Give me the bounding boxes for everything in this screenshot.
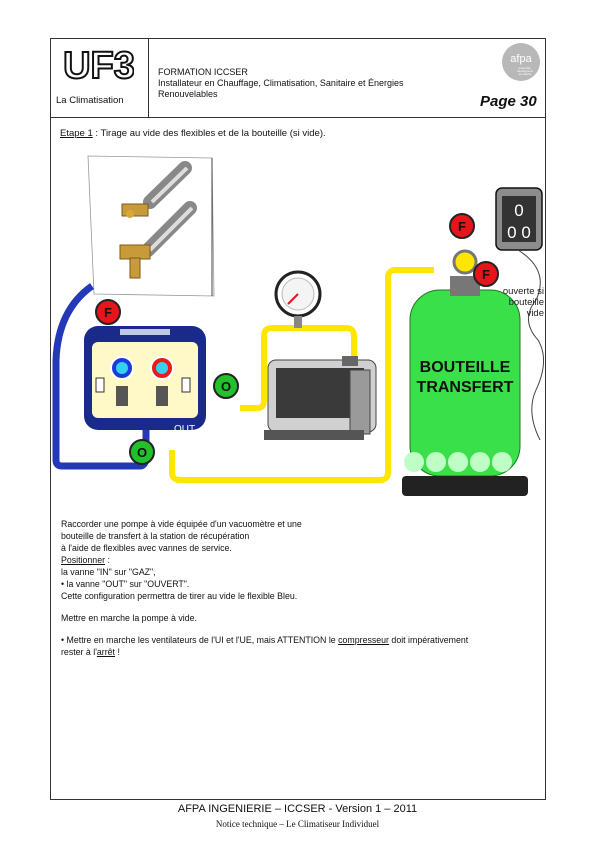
instruction-line: Raccorder une pompe à vide équipée d'un …	[61, 519, 302, 529]
installation-diagram: IN OUT BOUTEILLE TRANSFERT 0 0 0 ouverte…	[52, 155, 544, 496]
cylinder-note-2: bouteille	[509, 297, 544, 308]
page-header: UF3 La Climatisation FORMATION ICCSER In…	[50, 38, 546, 118]
svg-text:O: O	[221, 379, 231, 394]
vacuum-gauge	[274, 270, 322, 328]
cylinder-title-2: TRANSFERT	[417, 379, 514, 396]
svg-text:O: O	[137, 445, 147, 460]
svg-text:F: F	[458, 219, 466, 234]
warning-text: !	[115, 647, 120, 657]
formation-line-2: Installateur en Chauffage, Climatisation…	[158, 78, 404, 88]
vacuum-meter	[495, 187, 544, 441]
svg-text:les talents: les talents	[519, 72, 532, 76]
module-code-logo: UF3	[64, 44, 134, 86]
warning-text: rester à l'	[61, 647, 97, 657]
valve-f-cylinder: F	[473, 261, 499, 287]
valve-photo	[87, 155, 215, 297]
warning-text: • Mettre en marche les ventilateurs de l…	[61, 635, 339, 645]
vacuum-readout-top: 0	[514, 201, 523, 220]
instruction-line: Cette configuration permettra de tirer a…	[61, 591, 298, 601]
svg-text:ensemble,: ensemble,	[519, 66, 532, 70]
header-divider	[50, 117, 546, 118]
valve-f-left: F	[95, 299, 121, 325]
instruction-line: • la vanne "OUT" sur "OUVERT".	[61, 579, 190, 589]
valve-f-top: F	[449, 213, 475, 239]
svg-text:développons: développons	[517, 69, 533, 73]
svg-text:F: F	[482, 267, 490, 282]
svg-text:afpa: afpa	[510, 53, 532, 65]
instruction-line: la vanne "IN" sur "GAZ",	[61, 567, 156, 577]
formation-line-3: Renouvelables	[158, 89, 218, 99]
formation-title: FORMATION ICCSER Installateur en Chauffa…	[158, 67, 458, 100]
page-frame	[50, 38, 546, 800]
footer-notice: Notice technique – Le Climatiseur Indivi…	[215, 819, 380, 829]
module-code: UF3	[64, 45, 134, 86]
warning-line: rester à l'arrêt !	[61, 646, 536, 658]
step-label: Etape 1	[60, 128, 93, 139]
transfer-cylinder	[402, 249, 528, 496]
vacuum-pump	[264, 356, 377, 440]
instructions: Raccorder une pompe à vide équipée d'un …	[61, 518, 536, 658]
instruction-line: Positionner :	[61, 554, 536, 566]
vacuum-readout-bottom: 0 0	[507, 223, 531, 242]
warning-compresseur: compresseur	[338, 635, 389, 645]
footer-version: AFPA INGENIERIE – ICCSER - Version 1 – 2…	[177, 803, 418, 815]
cylinder-note-1: ouverte si	[503, 286, 544, 297]
label-in: IN	[102, 435, 112, 446]
label-out: OUT	[174, 424, 195, 435]
page-number: Page 30	[480, 93, 537, 110]
warning-arret: arrêt	[96, 647, 115, 657]
warning-line: • Mettre en marche les ventilateurs de l…	[61, 634, 536, 646]
valve-o-bottom: O	[129, 439, 155, 465]
colon: :	[105, 555, 110, 565]
step-heading: Etape 1 : Tirage au vide des flexibles e…	[60, 128, 326, 139]
cylinder-title-1: BOUTEILLE	[420, 359, 511, 376]
instruction-line: à l'aide de flexibles avec vannes de ser…	[61, 543, 232, 553]
yellow-hose-cylinder	[169, 267, 434, 483]
positionner-label: Positionner	[61, 555, 106, 565]
formation-line-1: FORMATION ICCSER	[158, 67, 248, 77]
recovery-station	[84, 326, 206, 430]
valve-o-station: O	[213, 373, 239, 399]
yellow-hose-pump	[240, 325, 357, 411]
svg-text:F: F	[104, 305, 112, 320]
instruction-line: bouteille de transfert à la station de r…	[61, 531, 250, 541]
afpa-logo: afpa ensemble, développons les talents	[502, 43, 540, 81]
module-box: UF3 La Climatisation	[50, 38, 149, 118]
instruction-line: Mettre en marche la pompe à vide.	[61, 613, 197, 623]
warning-text: doit impérativement	[388, 635, 469, 645]
step-text: : Tirage au vide des flexibles et de la …	[92, 128, 326, 139]
module-label: La Climatisation	[56, 95, 124, 106]
cylinder-note-3: vide	[527, 308, 544, 319]
